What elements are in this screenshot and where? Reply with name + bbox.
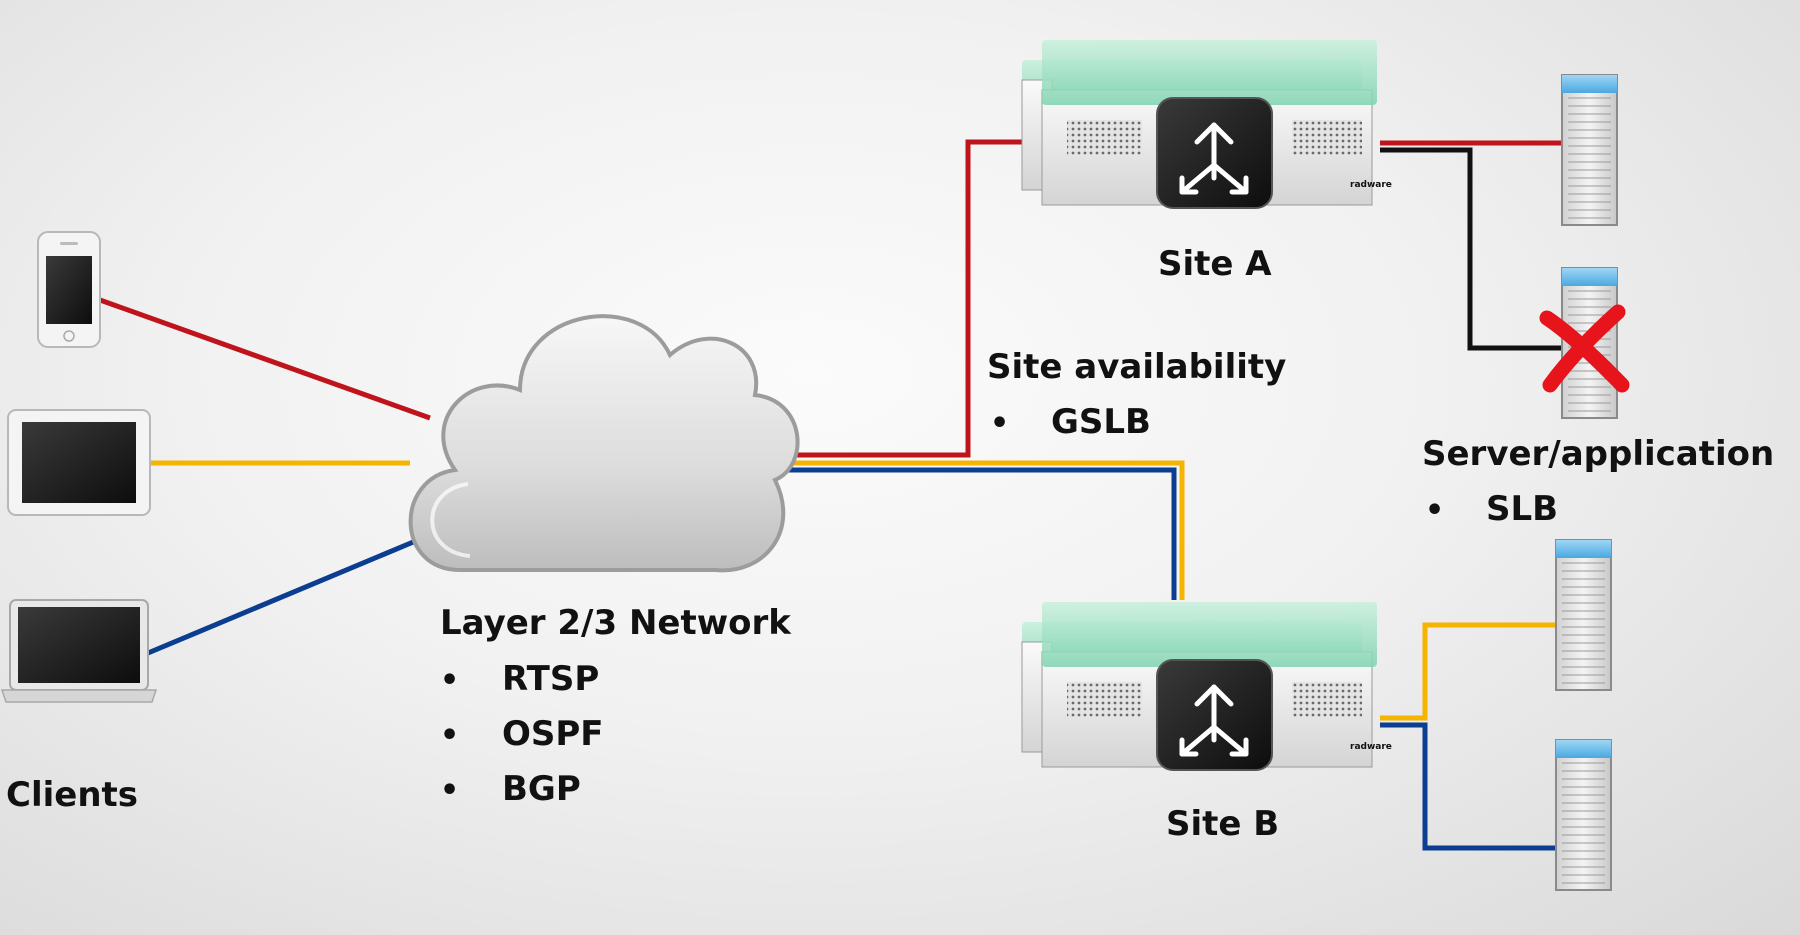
- network-bullet-1: •: [440, 663, 459, 698]
- phone-icon: [37, 231, 101, 348]
- server-1-icon: [1561, 74, 1618, 226]
- tablet-icon: [7, 409, 151, 516]
- site-b-appliance: [1022, 602, 1377, 770]
- link-site-a-server-2: [1380, 147, 1562, 351]
- link-laptop-cloud: [147, 532, 431, 656]
- cloud-icon: [408, 314, 800, 573]
- link-cloud-site-b-yellow: [785, 460, 1185, 600]
- network-bullet-3: •: [440, 773, 459, 808]
- site-availability-item-gslb: GSLB: [1051, 402, 1151, 442]
- link-phone-cloud: [99, 297, 431, 421]
- site-a-label: Site A: [1158, 244, 1272, 284]
- connection-lines: [99, 139, 1562, 851]
- site-availability-title: Site availability: [987, 347, 1286, 387]
- network-item-bgp: BGP: [502, 769, 581, 809]
- server-application-title: Server/application: [1422, 434, 1774, 474]
- link-cloud-site-b-blue: [785, 467, 1177, 600]
- site-b-label: Site B: [1166, 804, 1279, 844]
- network-title: Layer 2/3 Network: [440, 603, 792, 643]
- link-site-b-server-3: [1380, 622, 1556, 721]
- clients-label: Clients: [6, 775, 138, 815]
- network-item-rtsp: RTSP: [502, 659, 599, 699]
- link-site-b-server-4: [1380, 722, 1556, 851]
- site-a-brand: radware: [1350, 180, 1392, 190]
- server-3-icon: [1555, 539, 1612, 691]
- laptop-icon: [0, 599, 158, 703]
- server-application-bullet: •: [1425, 493, 1444, 528]
- site-availability-bullet: •: [990, 406, 1009, 441]
- site-b-brand: radware: [1350, 742, 1392, 752]
- site-a-appliance: [1022, 40, 1377, 208]
- link-cloud-site-a: [785, 139, 1040, 458]
- network-bullet-2: •: [440, 718, 459, 753]
- network-item-ospf: OSPF: [502, 714, 604, 754]
- failure-x-icon: [1539, 304, 1630, 393]
- server-application-item-slb: SLB: [1486, 489, 1558, 529]
- server-4-icon: [1555, 739, 1612, 891]
